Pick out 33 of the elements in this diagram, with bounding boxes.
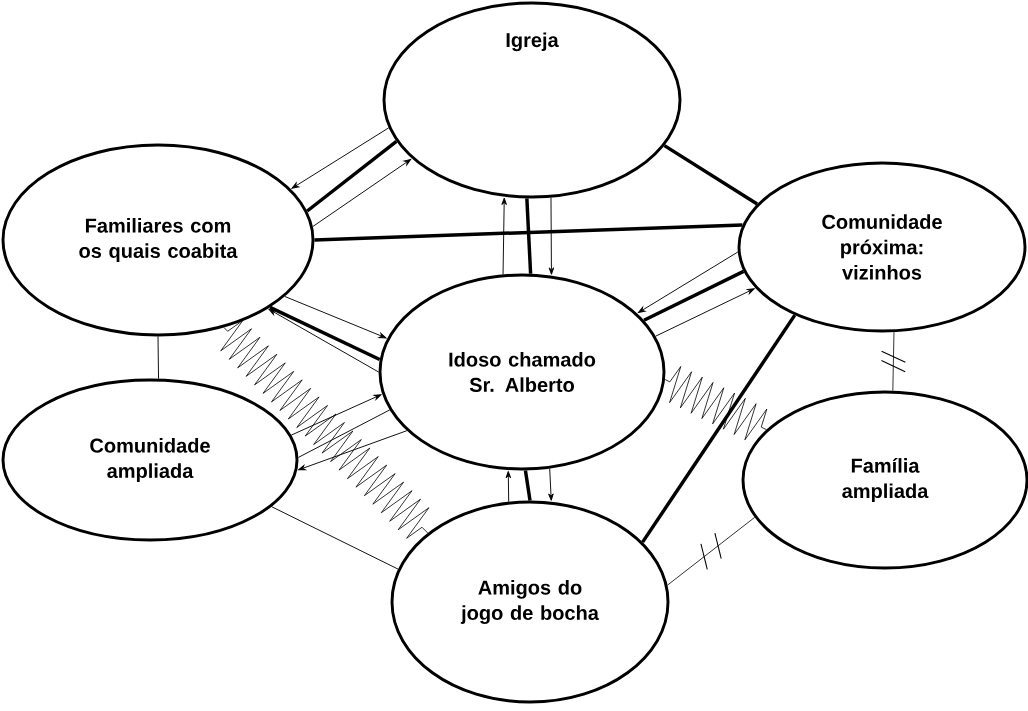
arrow [291, 127, 390, 189]
connection-line [297, 409, 391, 458]
ellipse-node: Comunidade ampliada [1, 378, 299, 542]
strong-connection-line [314, 223, 743, 242]
ellipse-node: Amigos do jogo de bocha [390, 500, 670, 704]
arrow [268, 308, 379, 373]
arrow [501, 197, 507, 275]
connection-line [271, 506, 399, 570]
zigzag-line [664, 366, 768, 441]
hashed-line [880, 331, 906, 392]
ellipse-node: Idoso chamado Sr. Alberto [378, 273, 666, 471]
strong-connection-line [525, 198, 533, 274]
arrow [298, 430, 408, 471]
strong-connection-line [641, 314, 797, 544]
arrow [505, 470, 512, 503]
arrow [312, 158, 412, 227]
arrow [548, 197, 555, 275]
arrow [284, 296, 387, 339]
arrow [637, 251, 739, 314]
strong-connection-line [269, 305, 381, 362]
arrow [548, 468, 554, 501]
strong-connection-line [663, 144, 759, 206]
ellipse-node: Comunidade próxima: vizinhos [737, 161, 1027, 333]
ellipse-node: Igreja [382, 1, 682, 199]
strong-connection-line [643, 269, 745, 322]
strong-connection-line [523, 470, 532, 501]
zigzag-line [220, 319, 430, 539]
ellipse-node: Familiares com os quais coabita [1, 143, 315, 337]
strong-connection-line [306, 140, 398, 213]
hashed-line [667, 517, 756, 586]
arrow [655, 288, 755, 337]
arrow [290, 394, 382, 436]
connection-line [157, 336, 159, 380]
